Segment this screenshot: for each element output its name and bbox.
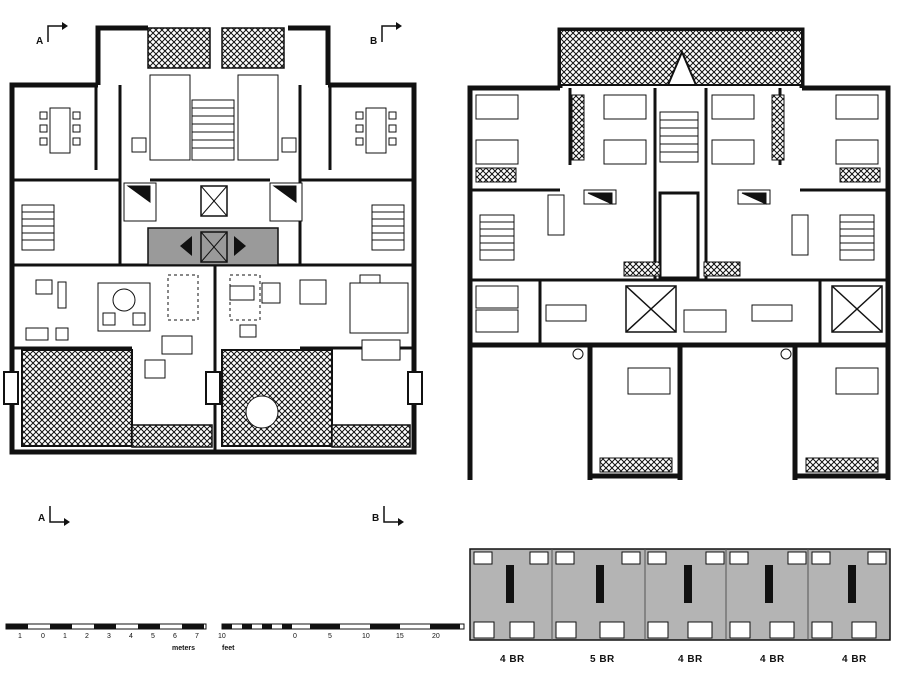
meters-tick-7: 6 (173, 633, 177, 640)
plan-right (467, 27, 891, 480)
meters-tick-5: 4 (129, 633, 133, 640)
baths (123, 182, 303, 222)
feet-tick-4: 15 (396, 633, 404, 640)
voids-right (625, 285, 883, 333)
feet-tick-0: 10 (218, 633, 226, 640)
scale-bar: 1 0 1 2 3 4 5 6 7 meters 10 0 5 10 15 20… (5, 623, 465, 652)
feet-tick-5: 20 (432, 633, 440, 640)
section-marker-a-bottom: A (38, 506, 70, 526)
unit-label-1: 4 BR (500, 654, 525, 665)
feet-tick-1: 0 (293, 633, 297, 640)
unit-label-3: 4 BR (678, 654, 703, 665)
circulation-dashes (50, 179, 376, 321)
unit-labels: 4 BR 5 BR 4 BR 4 BR 4 BR (500, 654, 867, 665)
unit-label-5: 4 BR (842, 654, 867, 665)
roof-left-b (221, 27, 285, 69)
feet-tick-2: 5 (328, 633, 332, 640)
closets-right (475, 94, 881, 473)
section-marker-b-bottom: B (372, 506, 404, 526)
section-marker-b-top: B (370, 22, 402, 47)
scale-fill-meters-2 (50, 624, 72, 629)
plan-left (3, 25, 423, 455)
section-label-a-top: A (36, 36, 43, 47)
terrace-left (21, 349, 133, 447)
baths-right (545, 189, 809, 360)
meters-tick-8: 7 (195, 633, 199, 640)
stairs-right (479, 111, 875, 261)
beds (475, 94, 879, 395)
scale-fill-feet-3 (262, 624, 272, 629)
central-shaft (658, 191, 700, 280)
section-label-b-top: B (370, 36, 377, 47)
meters-tick-0: 1 (18, 633, 22, 640)
living-furniture (25, 274, 409, 429)
terrace-right (221, 349, 333, 447)
meters-tick-1: 0 (41, 633, 45, 640)
meters-tick-4: 3 (107, 633, 111, 640)
scale-fill-meters-5 (182, 624, 204, 629)
scale-fill-feet-4 (282, 624, 292, 629)
roof-gable (666, 49, 698, 86)
scale-fill-feet-6 (370, 624, 400, 629)
scale-fill-feet-2 (242, 624, 252, 629)
unit-label-4: 4 BR (760, 654, 785, 665)
section-marker-a-top: A (36, 22, 68, 47)
feet-tick-3: 10 (362, 633, 370, 640)
dining-tables (39, 107, 397, 154)
meters-tick-2: 1 (63, 633, 67, 640)
scale-fill-feet-1 (222, 624, 232, 629)
scale-fill-feet-7 (430, 624, 460, 629)
section-label-a-bottom: A (38, 513, 45, 524)
feet-label: feet (222, 645, 235, 652)
terrace-right-lower (331, 424, 411, 448)
terrace-left-lower (131, 424, 213, 448)
meters-tick-3: 2 (85, 633, 89, 640)
meters-label: meters (172, 645, 195, 652)
window-bays (3, 371, 423, 405)
elevation-strip (469, 548, 891, 641)
section-label-b-bottom: B (372, 513, 379, 524)
unit-label-2: 5 BR (590, 654, 615, 665)
meters-tick-6: 5 (151, 633, 155, 640)
side-stairs (21, 204, 405, 251)
scale-fill-meters-1 (6, 624, 28, 629)
plan-left-walls (9, 25, 417, 455)
roof-left-a (147, 27, 211, 69)
stair-core (191, 99, 235, 263)
scale-fill-meters-3 (94, 624, 116, 629)
scale-fill-feet-5 (310, 624, 340, 629)
scale-fill-meters-4 (138, 624, 160, 629)
kitchens (131, 74, 297, 161)
